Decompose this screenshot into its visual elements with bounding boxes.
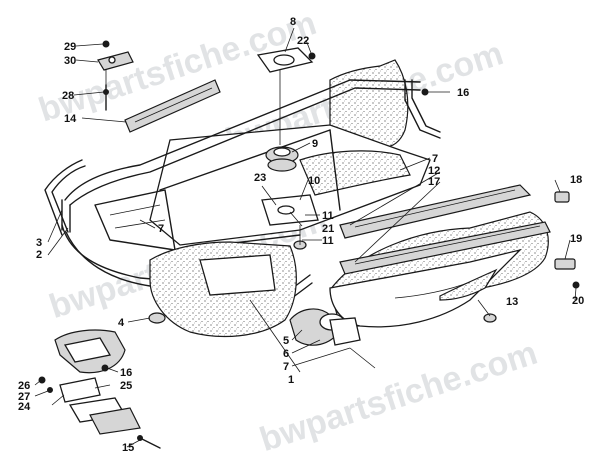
callout-18: 18	[570, 174, 582, 186]
callout-7: 7	[432, 153, 438, 165]
callout-2: 2	[36, 249, 42, 261]
callout-12: 12	[428, 165, 440, 177]
callout-24: 24	[18, 401, 31, 413]
callout-7: 7	[283, 361, 289, 373]
callout-5: 5	[283, 335, 289, 347]
front-bumper-upper	[64, 79, 421, 201]
nut-16-rear	[421, 88, 429, 96]
callout-7: 7	[158, 223, 164, 235]
callout-22: 22	[297, 35, 309, 47]
callout-25: 25	[120, 380, 132, 392]
screw-29	[102, 40, 110, 48]
callout-4: 4	[118, 317, 125, 329]
callout-14: 14	[64, 113, 77, 125]
leader-lines	[34, 27, 577, 448]
callout-6: 6	[283, 348, 289, 360]
callout-17: 17	[428, 176, 440, 188]
callout-11: 11	[322, 210, 334, 222]
grommet-13	[483, 313, 497, 323]
callout-23: 23	[254, 172, 266, 184]
right-belly-panel	[329, 248, 523, 328]
clip-18	[554, 191, 570, 203]
callout-15: 15	[122, 442, 134, 454]
bolt-15	[139, 437, 161, 449]
callout-27: 27	[18, 391, 30, 403]
right-upper-rail	[339, 184, 532, 239]
callout-29: 29	[64, 41, 76, 53]
screw-22	[308, 52, 316, 60]
handle-trim	[44, 159, 83, 236]
callout-9: 9	[312, 138, 318, 150]
belly-pan-assembly	[38, 40, 580, 449]
callout-21: 21	[322, 223, 334, 235]
hinge-bracket-24	[59, 377, 101, 403]
front-bumper-lower	[61, 224, 311, 291]
callout-10: 10	[308, 175, 320, 187]
callout-1: 1	[288, 374, 294, 386]
callout-labels: 1 2 3 4 5 6 7 7 7 8 9 10 11 11 12 13 14 …	[18, 16, 584, 454]
left-upper-rail	[124, 79, 221, 133]
callout-8: 8	[290, 16, 296, 28]
washer-27	[47, 387, 53, 393]
callout-16: 16	[120, 367, 132, 379]
watermark-text: bwpartsfiche.com	[255, 334, 542, 459]
screw-20	[572, 281, 580, 289]
grommet-4	[148, 312, 166, 324]
callout-19: 19	[570, 233, 582, 245]
clip-19	[554, 258, 576, 270]
callout-11: 11	[322, 235, 334, 247]
callout-13: 13	[506, 296, 518, 308]
callout-16: 16	[457, 87, 469, 99]
callout-3: 3	[36, 237, 42, 249]
screw-26	[38, 376, 46, 384]
rear-brace	[404, 79, 441, 139]
callout-28: 28	[62, 90, 74, 102]
callout-20: 20	[572, 295, 584, 307]
callout-26: 26	[18, 380, 30, 392]
callout-30: 30	[64, 55, 76, 67]
